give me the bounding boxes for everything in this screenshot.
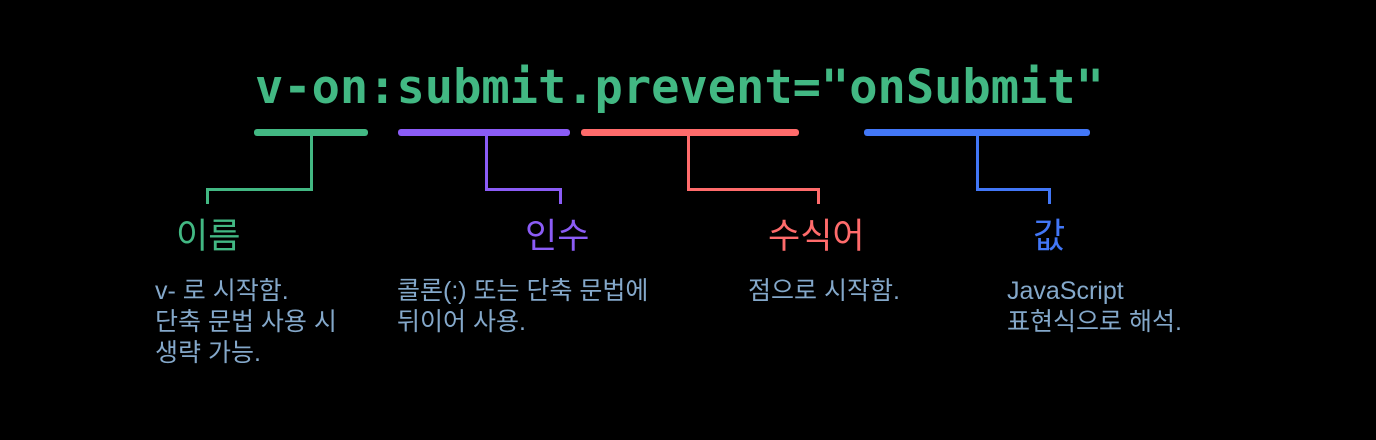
name-underline bbox=[254, 129, 368, 136]
name-description: v- 로 시작함. 단축 문법 사용 시 생략 가능. bbox=[155, 276, 337, 369]
argument-underline bbox=[398, 129, 570, 136]
name-connector-elbow bbox=[206, 188, 313, 204]
argument-label: 인수 bbox=[525, 217, 590, 256]
value-label: 값 bbox=[1033, 217, 1066, 256]
name-description-line: v- 로 시작함. bbox=[155, 277, 289, 305]
modifiers-description: 점으로 시작함. bbox=[748, 276, 900, 307]
argument-connector-elbow bbox=[486, 188, 562, 204]
value-description: JavaScript 표현식으로 해석. bbox=[1007, 276, 1182, 338]
argument-description: 콜론(:) 또는 단축 문법에 뒤이어 사용. bbox=[397, 276, 648, 338]
argument-description-line: 콜론(:) 또는 단축 문법에 bbox=[397, 277, 649, 305]
modifiers-connector-stem bbox=[687, 136, 690, 191]
value-connector-elbow bbox=[977, 188, 1051, 204]
value-connector-stem bbox=[976, 136, 979, 191]
modifiers-connector-elbow bbox=[688, 188, 820, 204]
modifiers-label: 수식어 bbox=[768, 217, 865, 256]
name-description-line: 생략 가능. bbox=[155, 339, 261, 367]
value-description-line: JavaScript bbox=[1007, 277, 1124, 305]
value-description-line: 표현식으로 해석. bbox=[1007, 308, 1182, 336]
argument-connector-stem bbox=[485, 136, 488, 191]
modifiers-description-line: 점으로 시작함. bbox=[748, 277, 900, 305]
name-connector-stem bbox=[310, 136, 313, 191]
value-underline bbox=[864, 129, 1090, 136]
modifiers-underline bbox=[581, 129, 799, 136]
name-label: 이름 bbox=[176, 217, 241, 256]
name-description-line: 단축 문법 사용 시 bbox=[155, 308, 337, 336]
argument-description-line: 뒤이어 사용. bbox=[397, 308, 526, 336]
directive-code: v-on:submit.prevent="onSubmit" bbox=[255, 60, 1104, 115]
